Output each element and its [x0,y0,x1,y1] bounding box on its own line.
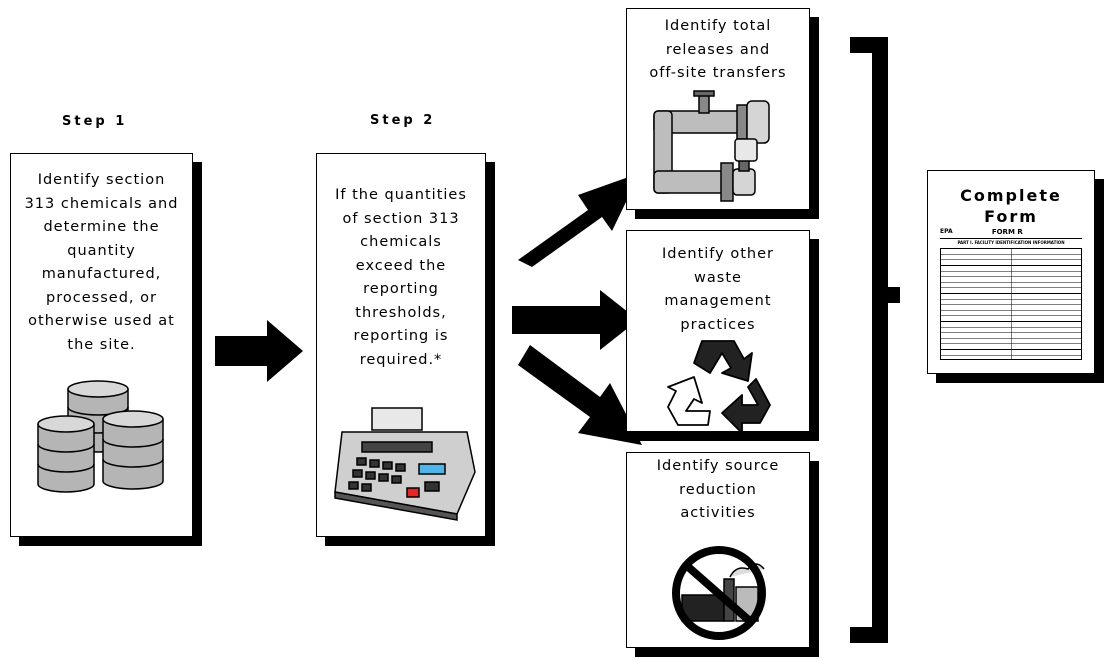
waste-box: Identify other waste management practice… [626,230,810,434]
form-name: FORM R [991,228,1023,236]
no-factory-icon [672,546,766,640]
arrow-up-right-icon [518,173,640,267]
text-line: If the quantities [335,187,467,203]
pipe-valve-icon [653,90,770,202]
form-rule [940,238,1082,239]
text-line: reporting is [353,328,449,344]
epa-label: EPA [940,228,953,235]
arrow-down-right-icon [518,345,642,445]
text-line: otherwise used at [28,313,175,329]
text-line: quantity [67,242,136,259]
form-r-thumbnail: EPA FORM R PART I. FACILITY IDENTIFICATI… [940,229,1082,367]
calculator-icon [334,407,476,521]
text-line: releases and [665,41,771,58]
arrow-right-icon [215,320,303,382]
text-line: waste [694,269,742,286]
text-line: Identify total [664,18,772,34]
recycle-icon [667,340,771,434]
text-line: processed, or [46,289,157,306]
waste-text: Identify other waste management practice… [627,243,809,337]
text-line: determine the [43,219,160,235]
part-title: PART I. FACILITY IDENTIFICATION INFORMAT… [957,240,1065,245]
text-line: practices [680,316,756,333]
spacer [1062,229,1082,235]
chemical-drums-icon [37,380,164,493]
step-1-box: Identify section 313 chemicals and deter… [10,153,193,537]
form-grid [940,248,1082,360]
text-line: 313 chemicals and [24,195,179,212]
releases-text: Identify total releases and off-site tra… [627,15,809,86]
text-line: exceed the [355,257,447,274]
text-line: chemicals [360,234,442,250]
step-2-label: Step 2 [370,113,436,128]
step-2-box: If the quantities of section 313 chemica… [316,153,486,537]
title-line: Complete [960,186,1062,205]
text-line: required.* [359,351,443,368]
step-1-text: Identify section 313 chemicals and deter… [11,169,192,357]
text-line: activities [680,505,756,521]
text-line: Identify other [662,246,774,262]
text-line: the site. [67,336,136,353]
text-line: Identify section [37,172,166,188]
step-2-text: If the quantities of section 313 chemica… [317,184,485,372]
title-line: Form [984,207,1038,226]
text-line: Identify source [656,458,780,474]
text-line: thresholds, [355,304,447,321]
bracket [850,37,900,643]
complete-form-box: Complete Form EPA FORM R PART I. FACILIT… [927,170,1095,374]
text-line: off-site transfers [649,65,787,81]
text-line: manufactured, [41,266,162,282]
text-line: reporting [363,281,439,297]
step-1-label: Step 1 [62,114,128,129]
text-line: of section 313 [342,210,460,227]
source-text: Identify source reduction activities [627,455,809,526]
releases-box: Identify total releases and off-site tra… [626,8,810,210]
source-box: Identify source reduction activities [626,452,810,648]
text-line: management [664,293,772,309]
complete-form-title: Complete Form [928,185,1094,227]
arrow-right-icon [512,290,638,350]
form-header: EPA FORM R [940,228,1082,236]
text-line: reduction [679,481,757,498]
